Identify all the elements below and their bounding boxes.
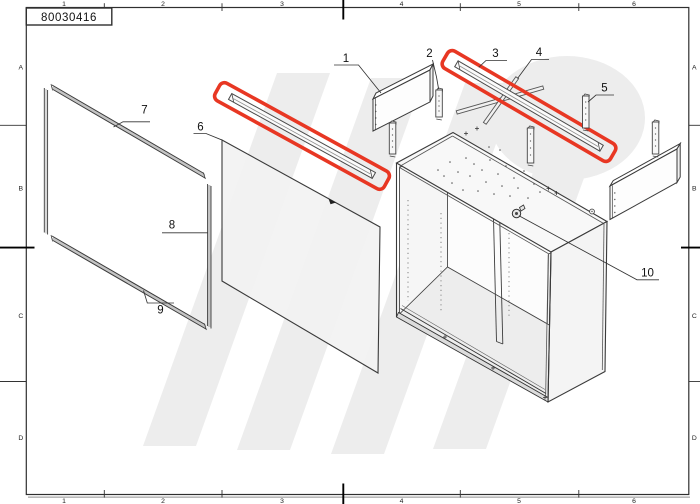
leader-4 (517, 59, 549, 79)
cabinet-right-face (547, 220, 608, 403)
grid-bottom-5: 5 (517, 498, 521, 504)
left-frame-side-strip (43, 88, 49, 235)
grid-top-3: 3 (280, 1, 284, 8)
leader-9 (143, 290, 174, 304)
grid-bottom-1: 1 (62, 498, 66, 504)
frame-ticks-bottom (103, 483, 580, 504)
callout-4: 4 (536, 47, 543, 59)
bracket-lower-left (388, 120, 397, 158)
panel-direction-mark (328, 198, 336, 205)
callout-6: 6 (197, 122, 203, 134)
callout-2: 2 (426, 48, 432, 60)
bracket-right (651, 119, 660, 158)
grid-left-c: C (18, 313, 23, 320)
grid-bottom-3: 3 (280, 498, 284, 504)
grid-left-a: A (19, 65, 24, 72)
highlighted-rail-left (212, 80, 392, 192)
grid-left-b: B (19, 186, 24, 193)
red-highlight-outline-left (212, 80, 392, 192)
callout-9: 9 (157, 305, 163, 317)
part-1-rail-panel (371, 62, 435, 132)
leader-2 (432, 59, 440, 90)
frame-ticks-left (0, 124, 35, 382)
grid-top-5: 5 (517, 1, 521, 8)
callout-numbers: 1 2 3 4 5 6 7 8 9 10 (141, 47, 654, 317)
grid-bottom-6: 6 (632, 498, 636, 504)
fitting-hole-center (591, 210, 593, 213)
grid-labels: 1 2 3 4 5 6 1 2 3 4 5 6 A B C D A B C D (18, 1, 697, 504)
grid-right-b: B (692, 186, 697, 193)
red-highlight-outline-right (440, 48, 618, 164)
right-rail-panel (608, 141, 682, 221)
leader-6 (193, 133, 222, 141)
title-block: 80030416 (25, 7, 113, 26)
cabinet-body (395, 126, 609, 403)
grid-bottom-4: 4 (400, 498, 404, 504)
shelf-hole-columns (407, 200, 564, 316)
grid-right-c: C (692, 313, 697, 320)
grid-right-d: D (692, 435, 697, 442)
grid-top-4: 4 (400, 1, 404, 8)
grid-top-2: 2 (161, 1, 165, 8)
grid-left-d: D (18, 435, 23, 442)
leader-1 (334, 64, 382, 94)
top-face-hole-dots (437, 146, 541, 199)
callout-1: 1 (343, 53, 349, 65)
grid-top-6: 6 (632, 1, 636, 8)
screw-cross-marks (443, 126, 559, 400)
bracket-center (526, 125, 535, 167)
leader-3 (478, 60, 507, 68)
part-9-bottom-profile (50, 234, 207, 331)
part-8-side-profile (207, 184, 212, 329)
grid-right-a: A (692, 65, 697, 72)
callout-3: 3 (492, 48, 498, 60)
callout-8: 8 (169, 220, 175, 232)
part-5-bracket (581, 93, 590, 132)
part-3-highlighted-rail (440, 48, 618, 164)
leader-5 (587, 94, 614, 103)
cabinet-bottom-rail (395, 305, 549, 403)
grid-top-1: 1 (62, 1, 66, 8)
callout-leaders (113, 59, 659, 304)
callout-7: 7 (141, 105, 147, 117)
part-10-fitting (511, 204, 526, 219)
callout-5: 5 (601, 83, 607, 95)
drawing-number: 80030416 (41, 12, 97, 24)
part-2-bracket (435, 87, 444, 121)
frame-ticks-right (681, 124, 700, 382)
grid-bottom-2: 2 (161, 498, 165, 504)
part-6-panel (221, 139, 381, 374)
leader-10 (518, 215, 659, 281)
leader-7 (113, 121, 150, 128)
part-7-top-profile (50, 83, 206, 180)
callout-10: 10 (641, 268, 654, 280)
